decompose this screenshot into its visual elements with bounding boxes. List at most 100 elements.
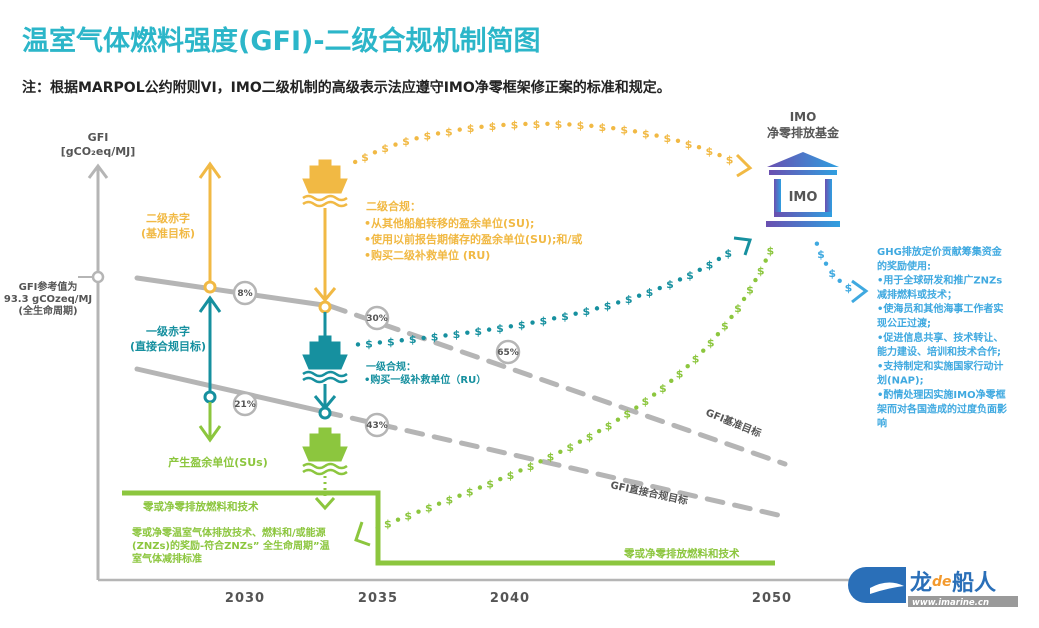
tier1-deficit-label: 一级赤字 [146, 324, 190, 338]
flow-dot [715, 332, 721, 337]
flow-dot [611, 125, 616, 131]
watermark-logo: 龙 de 船人 www.imarine.cn [848, 567, 1018, 608]
y-axis: GFI [gCO₂eq/MJ] GFI参考值为 93.3 gCOzeq/MJ (… [4, 131, 135, 580]
currency-icon: $ [381, 142, 389, 155]
znz-reward-text: 零或净零温室气体排放技术、燃料和/或能源 (ZNZs)的奖励-符合ZNZs” 全… [131, 526, 330, 565]
brand-part: 船人 [952, 570, 996, 596]
flow-dot [717, 152, 722, 158]
fund-use-line: 架而对各国造成的过度负面影 [876, 402, 1007, 415]
flow-dot [479, 124, 484, 130]
currency-icon: $ [663, 132, 671, 145]
currency-icon: $ [555, 118, 563, 131]
y-axis-label: GFI [88, 131, 109, 144]
tier2-compliance-text: 二级合规： •从其他船舶转移的盈余单位(SU); •使用以前报告期储存的盈余单位… [364, 199, 582, 262]
currency-icon: $ [489, 120, 497, 133]
currency-icon: $ [404, 510, 412, 523]
flow-dot [716, 256, 722, 262]
base-target-label: GFI基准目标 [704, 406, 763, 440]
flow-dot [677, 277, 683, 282]
currency-icon: $ [686, 269, 694, 282]
flow-dot [577, 439, 583, 444]
currency-icon: $ [474, 325, 482, 338]
flow-dot [501, 122, 506, 128]
chevron-green-icon [354, 521, 371, 547]
currency-icon: $ [767, 245, 775, 258]
pct-badge: 8% [237, 289, 252, 299]
flow-dot [372, 150, 378, 155]
tier1-deficit-sub: (直接合规目标) [130, 339, 206, 353]
fund-use-line: •支持制定和实施国家行动计 [877, 359, 1003, 372]
currency-icon: $ [726, 154, 734, 167]
currency-icon: $ [425, 502, 433, 515]
flow-dot [375, 525, 380, 530]
currency-icon: $ [659, 382, 667, 395]
flow-dot [729, 314, 734, 320]
flow-dot [538, 459, 543, 464]
ship-icon [301, 158, 349, 208]
fund-use-line: •使海员和其他海事工作者实 [877, 302, 1003, 315]
currency-icon: $ [445, 125, 453, 138]
fund-use-line: 的奖励使用: [877, 259, 931, 272]
flow-dot [814, 241, 820, 246]
currency-icon: $ [547, 451, 555, 464]
tier1-compliance-heading: 一级合规： [366, 360, 416, 373]
currency-icon: $ [423, 130, 431, 143]
chevron-yellow-icon [735, 153, 753, 178]
flow-dot [701, 348, 706, 353]
flow-dot [443, 333, 448, 338]
flow-dot [551, 316, 557, 321]
flow-dot [651, 392, 657, 397]
flow-dot [523, 121, 528, 127]
currency-icon: $ [666, 278, 674, 291]
currency-icon: $ [734, 302, 742, 315]
flow-dot [823, 261, 829, 266]
znz-line: (ZNZs)的奖励-符合ZNZs” 全生命周期”温 [132, 539, 330, 552]
fund-use-line: 响 [877, 417, 887, 430]
currency-icon: $ [724, 247, 732, 260]
currency-icon: $ [511, 118, 519, 131]
pct-badge: 65% [497, 348, 519, 358]
flow-dot [465, 330, 470, 335]
tier2-compliance-arrow [313, 208, 337, 314]
fund-use-line: 现公正过渡; [877, 317, 931, 330]
znz-line: 零或净零温室气体排放技术、燃料和/或能源 [131, 526, 326, 539]
flow-dot [508, 324, 514, 329]
zero-fuel-left-label: 零或净零排放燃料和技术 [142, 500, 259, 513]
currency-icon: $ [365, 337, 373, 350]
flow-dot [457, 493, 462, 498]
currency-icon: $ [706, 259, 714, 272]
flow-dot [421, 335, 426, 341]
flow-dot [377, 340, 383, 345]
currency-icon: $ [566, 441, 574, 454]
note: 注：根据MARPOL公约附则VI，IMO二级机制的高级表示法应遵守IMO净零框架… [22, 79, 671, 96]
fund-use-line: 划(NAP); [877, 374, 924, 387]
currency-icon: $ [646, 286, 654, 299]
znz-line: 室气体减排标准 [132, 552, 202, 565]
currency-icon: $ [623, 408, 631, 421]
currency-icon: $ [583, 305, 591, 318]
brand-part: 龙 [910, 571, 932, 596]
building-label: IMO [789, 190, 818, 205]
flow-dot [763, 258, 768, 263]
currency-icon: $ [453, 328, 461, 341]
currency-icon: $ [586, 430, 594, 443]
flow-dot [352, 159, 358, 165]
reference-label: GFI参考值为 [19, 280, 78, 293]
fund-use-line: •酌情处理因实施IMO净零框 [877, 388, 1006, 401]
currency-icon: $ [757, 264, 765, 277]
currency-icon: $ [642, 127, 650, 140]
pct-badge: 43% [366, 421, 388, 431]
tier1-compliance-text: 一级合规： •购买一级补救单位（RU） [364, 360, 486, 386]
reference-value: 93.3 gCOzeq/MJ [4, 294, 92, 305]
surplus-label: 产生盈余单位(SUs) [168, 455, 267, 469]
tier1-item: •购买一级补救单位（RU） [364, 373, 486, 386]
currency-icon: $ [402, 135, 410, 148]
flow-dot [697, 267, 702, 273]
currency-icon: $ [466, 486, 474, 499]
brand-url: www.imarine.cn [912, 598, 989, 608]
flow-dot [558, 449, 563, 454]
currency-icon: $ [540, 315, 548, 328]
direct-target-line [134, 366, 781, 518]
x-axis: 2030 2035 2040 2050 [98, 578, 865, 606]
fund-use-line: GHG排放定价贡献筹集资金 [877, 245, 1003, 258]
